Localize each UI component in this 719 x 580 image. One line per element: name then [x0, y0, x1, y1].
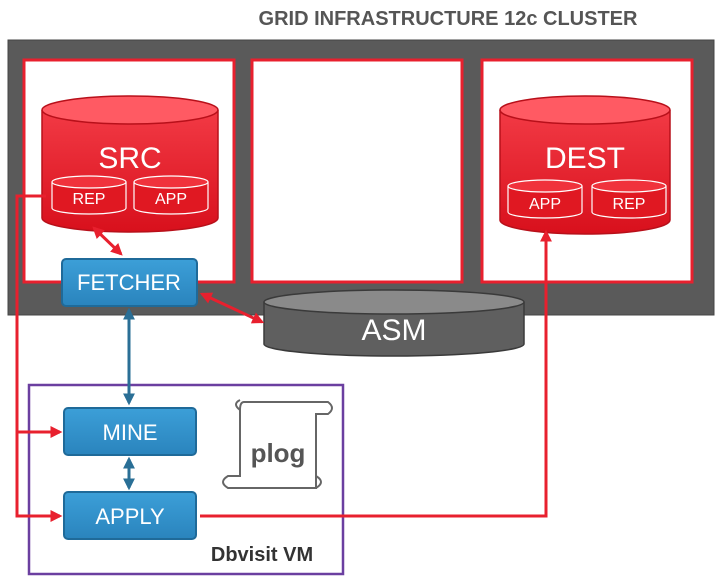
apply-dest-arrow: [200, 229, 552, 518]
asm-storage-label: ASM: [361, 314, 426, 347]
node-panel-2: [250, 58, 464, 284]
src-rep-label: REP: [73, 191, 106, 208]
asm-storage-icon: [263, 289, 525, 357]
dest-app-segment: [507, 179, 583, 219]
apply-process-box: [63, 491, 197, 540]
apply-process-label: APPLY: [95, 504, 165, 529]
rep-apply-arrow: [15, 432, 63, 522]
src-app-segment: [133, 175, 209, 215]
dest-rep-segment: [591, 179, 667, 219]
src-app-label: APP: [155, 191, 187, 208]
src-fetcher-arrow: [92, 226, 123, 256]
dest-database-label: DEST: [545, 142, 625, 175]
fetcher-process-label: FETCHER: [77, 270, 181, 295]
dest-app-label: APP: [529, 196, 561, 213]
diagram-title: GRID INFRASTRUCTURE 12c CLUSTER: [259, 8, 638, 30]
src-rep-segment: [51, 175, 127, 215]
mine-process-label: MINE: [103, 420, 158, 445]
dbvisit-vm-container: [27, 383, 345, 576]
src-database-label: SRC: [98, 142, 161, 175]
mine-process-box: [63, 407, 197, 456]
dbvisit-vm-label: Dbvisit VM: [211, 544, 313, 566]
plog-scroll-icon: [222, 399, 333, 489]
fetcher-asm-arrow: [199, 292, 265, 324]
rep-mine-arrow: [15, 194, 63, 438]
fetcher-process-box: [61, 258, 198, 307]
plog-label: plog: [251, 438, 306, 468]
dest-rep-label: REP: [613, 196, 646, 213]
